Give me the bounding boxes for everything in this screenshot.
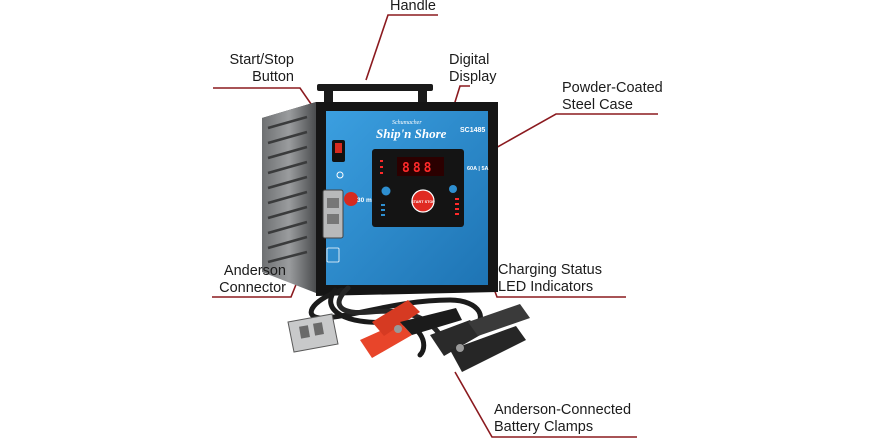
handle-graphic [317, 84, 433, 107]
callout-anderson-connector: Anderson Connector [200, 263, 286, 297]
clamps-label-line2: Battery Clamps [494, 419, 594, 435]
case-label-line1: Powder-Coated [562, 80, 663, 96]
callout-case: Powder-Coated Steel Case [562, 80, 663, 114]
charging-label-line2: LED Indicators [498, 279, 594, 295]
start-stop-label-line1: Start/Stop [229, 52, 294, 68]
handle-line [365, 14, 438, 81]
brand-script-text: Ship'n Shore [376, 126, 447, 141]
anderson-plug [287, 313, 339, 353]
display-label-line2: Display [449, 69, 497, 85]
callout-start-stop: Start/Stop Button [214, 52, 294, 86]
rating-text: 60A | 5A [467, 166, 489, 172]
red-clamp [360, 300, 462, 358]
case-line [477, 113, 658, 159]
clamps-label-line1: Anderson-Connected [494, 402, 632, 418]
case-label-line2: Steel Case [562, 97, 633, 113]
digital-display-window [397, 157, 444, 176]
callout-battery-clamps: Anderson-Connected Battery Clamps [494, 402, 631, 436]
anderson-label-line2: Connector [219, 280, 286, 296]
display-digits: 888 [402, 161, 434, 176]
charging-label-line1: Charging Status [498, 262, 602, 278]
callout-handle: Handle [390, 0, 436, 15]
control-panel: 888 START STOP [372, 149, 464, 227]
display-label-line1: Digital [449, 52, 490, 68]
model-text: SC1485 [460, 127, 485, 134]
callout-lines [212, 14, 658, 438]
start-label: START STOP [411, 200, 435, 204]
start-stop-label-line2: Button [252, 69, 294, 85]
anderson-label-line1: Anderson [223, 263, 286, 279]
callout-charging-status: Charging Status LED Indicators [498, 262, 602, 296]
status-leds [455, 198, 459, 215]
timer-badge-text: 30 min. [357, 197, 380, 204]
side-panel-louvers [262, 102, 316, 293]
brand-small-text: Schumacher [392, 120, 422, 126]
clamps-line [454, 371, 637, 438]
charger-unit: 30 min. Schumacher Ship'n Shore SC1485 8… [262, 84, 498, 296]
start-stop-panel-button [411, 189, 435, 213]
handle-label: Handle [390, 0, 436, 14]
black-clamp [430, 304, 530, 372]
callout-digital-display: Digital Display [449, 52, 497, 86]
